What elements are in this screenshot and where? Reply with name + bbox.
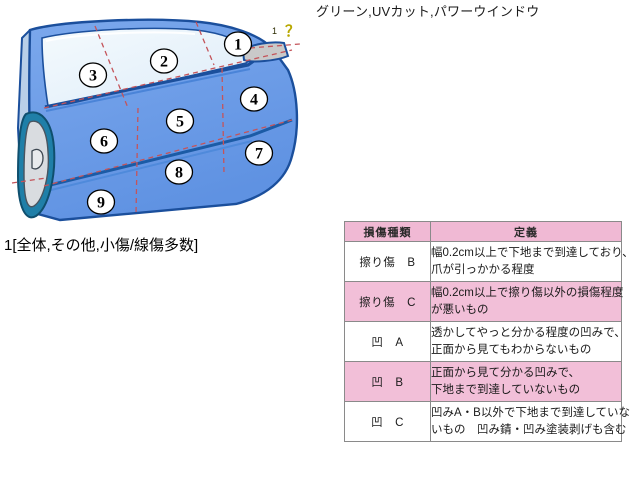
zone-label-1: 1 (234, 37, 242, 54)
zone-label-7: 7 (255, 146, 263, 163)
column-header-definition: 定義 (430, 221, 622, 242)
table-row: 擦り傷 B 幅0.2cm以上で下地まで到達しており、 爪が引っかかる程度 (344, 241, 634, 282)
damage-kind-cell: 擦り傷 B (344, 241, 431, 282)
definition-line: 正面から見てもわからないもの (431, 343, 592, 356)
zone-label-3: 3 (89, 68, 97, 85)
zone-marker-3[interactable]: 3 (78, 62, 108, 88)
definition-line: が悪いもの (431, 303, 489, 316)
damage-kind-cell: 凹 B (344, 361, 431, 402)
column-header-damage-kind: 損傷種類 (344, 221, 431, 242)
damage-marker-number: 1 (272, 26, 277, 36)
table-header-row: 損傷種類 定義 (344, 221, 622, 242)
damage-definition-cell: 凹みA・B以外で下地まで到達していな いもの 凹み錆・凹み塗装剥げも含む (430, 401, 630, 442)
zone-marker-4[interactable]: 4 (239, 86, 269, 112)
table-row: 凹 C 凹みA・B以外で下地まで到達していな いもの 凹み錆・凹み塗装剥げも含む (344, 401, 630, 442)
zone-marker-9[interactable]: 9 (86, 189, 116, 215)
zone-label-2: 2 (160, 54, 168, 71)
damage-definition-table: 損傷種類 定義 擦り傷 B 幅0.2cm以上で下地まで到達しており、 爪が引っか… (344, 221, 634, 442)
door-damage-caption: 1[全体,その他,小傷/線傷多数] (4, 237, 199, 254)
zone-label-4: 4 (250, 92, 258, 109)
damage-definition-cell: 幅0.2cm以上で擦り傷以外の損傷程度 が悪いもの (430, 281, 624, 322)
table-row: 凹 B 正面から見て分かる凹みで、 下地まで到達していないもの (344, 361, 622, 402)
definition-line: 幅0.2cm以上で下地まで到達しており、 (431, 247, 634, 260)
door-beltline-highlight (45, 68, 251, 112)
zone-label-8: 8 (175, 165, 183, 182)
zone-label-6: 6 (100, 134, 108, 151)
damage-definition-cell: 幅0.2cm以上で下地まで到達しており、 爪が引っかかる程度 (430, 241, 634, 282)
definition-line: いもの 凹み錆・凹み塗装剥げも含む (431, 423, 627, 436)
zone-marker-6[interactable]: 6 (89, 128, 119, 154)
zone-callouts: 1 2 3 4 5 (78, 31, 274, 215)
table-row: 擦り傷 C 幅0.2cm以上で擦り傷以外の損傷程度 が悪いもの (344, 281, 624, 322)
damage-definition-table-wrap: 損傷種類 定義 擦り傷 B 幅0.2cm以上で下地まで到達しており、 爪が引っか… (344, 221, 634, 442)
definition-line: 爪が引っかかる程度 (431, 263, 535, 276)
definition-line: 凹みA・B以外で下地まで到達していな (431, 407, 630, 420)
damage-kind-cell: 凹 A (344, 321, 431, 362)
vehicle-spec-caption: グリーン,UVカット,パワーウインドウ (316, 4, 540, 19)
door-character-line (45, 118, 293, 188)
zone-marker-8[interactable]: 8 (164, 159, 194, 185)
zone-label-9: 9 (97, 195, 105, 212)
definition-line: 透かしてやっと分かる程度の凹みで、 (431, 327, 626, 340)
damage-definition-cell: 透かしてやっと分かる程度の凹みで、 正面から見てもわからないもの (430, 321, 626, 362)
definition-line: 下地まで到達していないもの (431, 383, 581, 396)
zone-marker-2[interactable]: 2 (149, 48, 179, 74)
damage-point-marker[interactable]: 1 ？ (272, 23, 300, 40)
table-row: 凹 A 透かしてやっと分かる程度の凹みで、 正面から見てもわからないもの (344, 321, 626, 362)
damage-kind-cell: 擦り傷 C (344, 281, 431, 322)
question-mark-icon: ？ (285, 23, 300, 40)
definition-line: 幅0.2cm以上で擦り傷以外の損傷程度 (431, 287, 624, 300)
door-character-line-highlight (46, 140, 253, 192)
damage-kind-cell: 凹 C (344, 401, 431, 442)
door-handle-cluster (16, 111, 56, 219)
zone-label-5: 5 (176, 114, 184, 131)
car-door-svg: 1 2 3 4 5 (11, 18, 301, 222)
zone-marker-1[interactable]: 1 (223, 31, 253, 57)
zone-marker-7[interactable]: 7 (244, 140, 274, 166)
zone-marker-5[interactable]: 5 (165, 108, 195, 134)
definition-line: 正面から見て分かる凹みで、 (431, 367, 581, 380)
zone-division-lines (11, 21, 301, 215)
damage-definition-cell: 正面から見て分かる凹みで、 下地まで到達していないもの (430, 361, 622, 402)
car-door-diagram: 1 2 3 4 5 (0, 8, 330, 238)
